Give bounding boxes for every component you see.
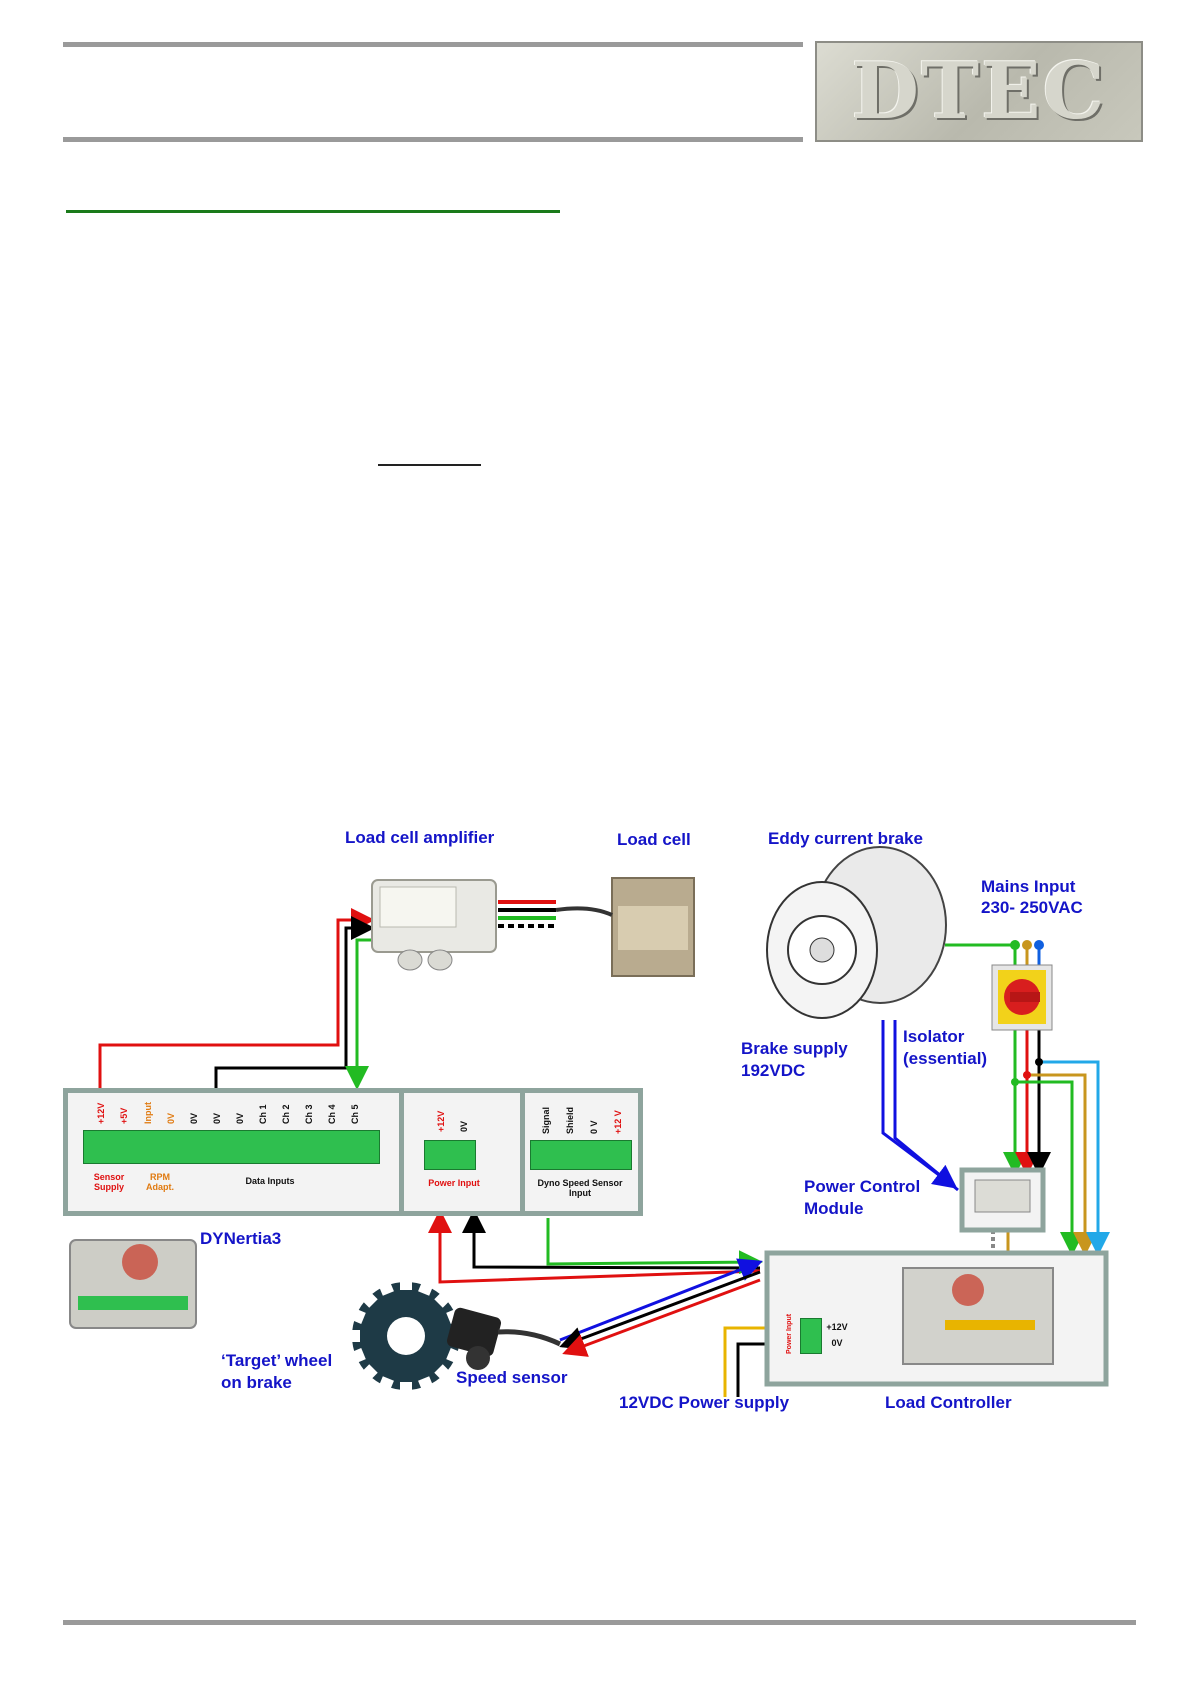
label-12vdc-power-supply: 12VDC Power supply	[619, 1393, 790, 1412]
speed-input-terminal-strip	[530, 1140, 632, 1170]
terminal-label: +5V	[119, 1107, 129, 1124]
isolator-output-wires	[1003, 1030, 1110, 1256]
dynertia-terminal-strip	[83, 1130, 380, 1164]
isolator-image	[991, 964, 1053, 1031]
text-underline	[378, 464, 481, 466]
controller-terminal-label: 0V	[831, 1338, 843, 1348]
sensor-supply-label: Sensor Supply	[93, 1172, 125, 1192]
speed-sensor-image	[446, 1307, 562, 1370]
terminal-label: 0V	[189, 1112, 199, 1124]
terminal-label: Ch 3	[304, 1104, 314, 1124]
label-power-control: Power Control	[804, 1177, 921, 1196]
terminal-label: 0V	[212, 1112, 222, 1124]
terminal-label: Ch 1	[258, 1104, 268, 1124]
target-wheel-image	[350, 1280, 462, 1392]
mains-input-wires	[1013, 945, 1041, 965]
speed-terminal-label: 0 V	[589, 1120, 599, 1134]
label-load-cell: Load cell	[617, 830, 691, 849]
speed-terminal-label: Shield	[565, 1106, 575, 1134]
power-terminal-label: +12V	[436, 1110, 446, 1132]
terminal-label: 0V	[235, 1112, 245, 1124]
data-inputs-label: Data Inputs	[245, 1176, 295, 1186]
panel-divider-1	[399, 1093, 404, 1211]
section-title-underline	[66, 210, 560, 213]
load-cell-amplifier-box	[371, 879, 497, 971]
label-isolator-note: (essential)	[903, 1049, 988, 1068]
controller-terminal-strip	[800, 1318, 822, 1354]
dynertia3-image	[69, 1239, 197, 1329]
header-top-rule	[63, 42, 803, 47]
header-bottom-rule	[63, 137, 803, 142]
controller-to-dynertia-wires	[428, 1209, 763, 1284]
label-power-control-module: Module	[804, 1199, 864, 1218]
footer-rule	[63, 1620, 1136, 1625]
controller-power-label: Power Input	[786, 1313, 793, 1354]
terminal-label: Ch 4	[327, 1104, 337, 1124]
label-isolator: Isolator	[903, 1027, 965, 1046]
label-load-cell-amplifier: Load cell amplifier	[345, 828, 495, 847]
speed-input-label: Dyno Speed Sensor Input	[537, 1178, 623, 1198]
label-brake-supply: Brake supply	[741, 1039, 848, 1058]
wire-green-ch5	[345, 938, 372, 1090]
terminal-label: Input	[143, 1102, 153, 1124]
speed-terminal-label: Signal	[541, 1106, 551, 1134]
speed-terminal-label: +12 V	[613, 1110, 623, 1134]
label-load-controller: Load Controller	[885, 1393, 1012, 1412]
label-brake-voltage: 192VDC	[741, 1061, 806, 1080]
label-dynertia3: DYNertia3	[200, 1229, 282, 1248]
terminal-label: Ch 5	[350, 1104, 360, 1124]
wire-black-sensor-0v	[214, 916, 375, 1090]
panel-divider-2	[520, 1093, 525, 1211]
wire-red-sensor-supply	[98, 908, 375, 1090]
speed-sensor-wires	[559, 1258, 763, 1357]
power-terminal-label: 0V	[459, 1120, 469, 1132]
power-input-terminal-strip	[424, 1140, 476, 1170]
label-mains-input: Mains Input	[981, 877, 1076, 896]
rpm-adapt-label: RPM Adapt.	[146, 1172, 174, 1192]
load-cell-image	[555, 877, 695, 977]
power-input-label: Power Input	[428, 1178, 480, 1188]
terminal-label: 0V	[166, 1112, 176, 1124]
label-eddy-current-brake: Eddy current brake	[768, 829, 923, 848]
label-mains-voltage: 230- 250VAC	[981, 898, 1083, 917]
label-target-wheel-location: on brake	[221, 1373, 292, 1392]
dtec-logo: DTEC	[815, 41, 1143, 142]
label-target-wheel: ‘Target’ wheel	[221, 1351, 333, 1370]
terminal-label: Ch 2	[281, 1104, 291, 1124]
label-speed-sensor: Speed sensor	[456, 1368, 568, 1387]
controller-terminal-label: +12V	[826, 1322, 848, 1332]
eddy-current-brake-image	[766, 846, 947, 1019]
terminal-label: +12V	[96, 1102, 106, 1124]
wire-brake-supply	[881, 1020, 959, 1192]
load-cell-cable	[498, 900, 556, 928]
